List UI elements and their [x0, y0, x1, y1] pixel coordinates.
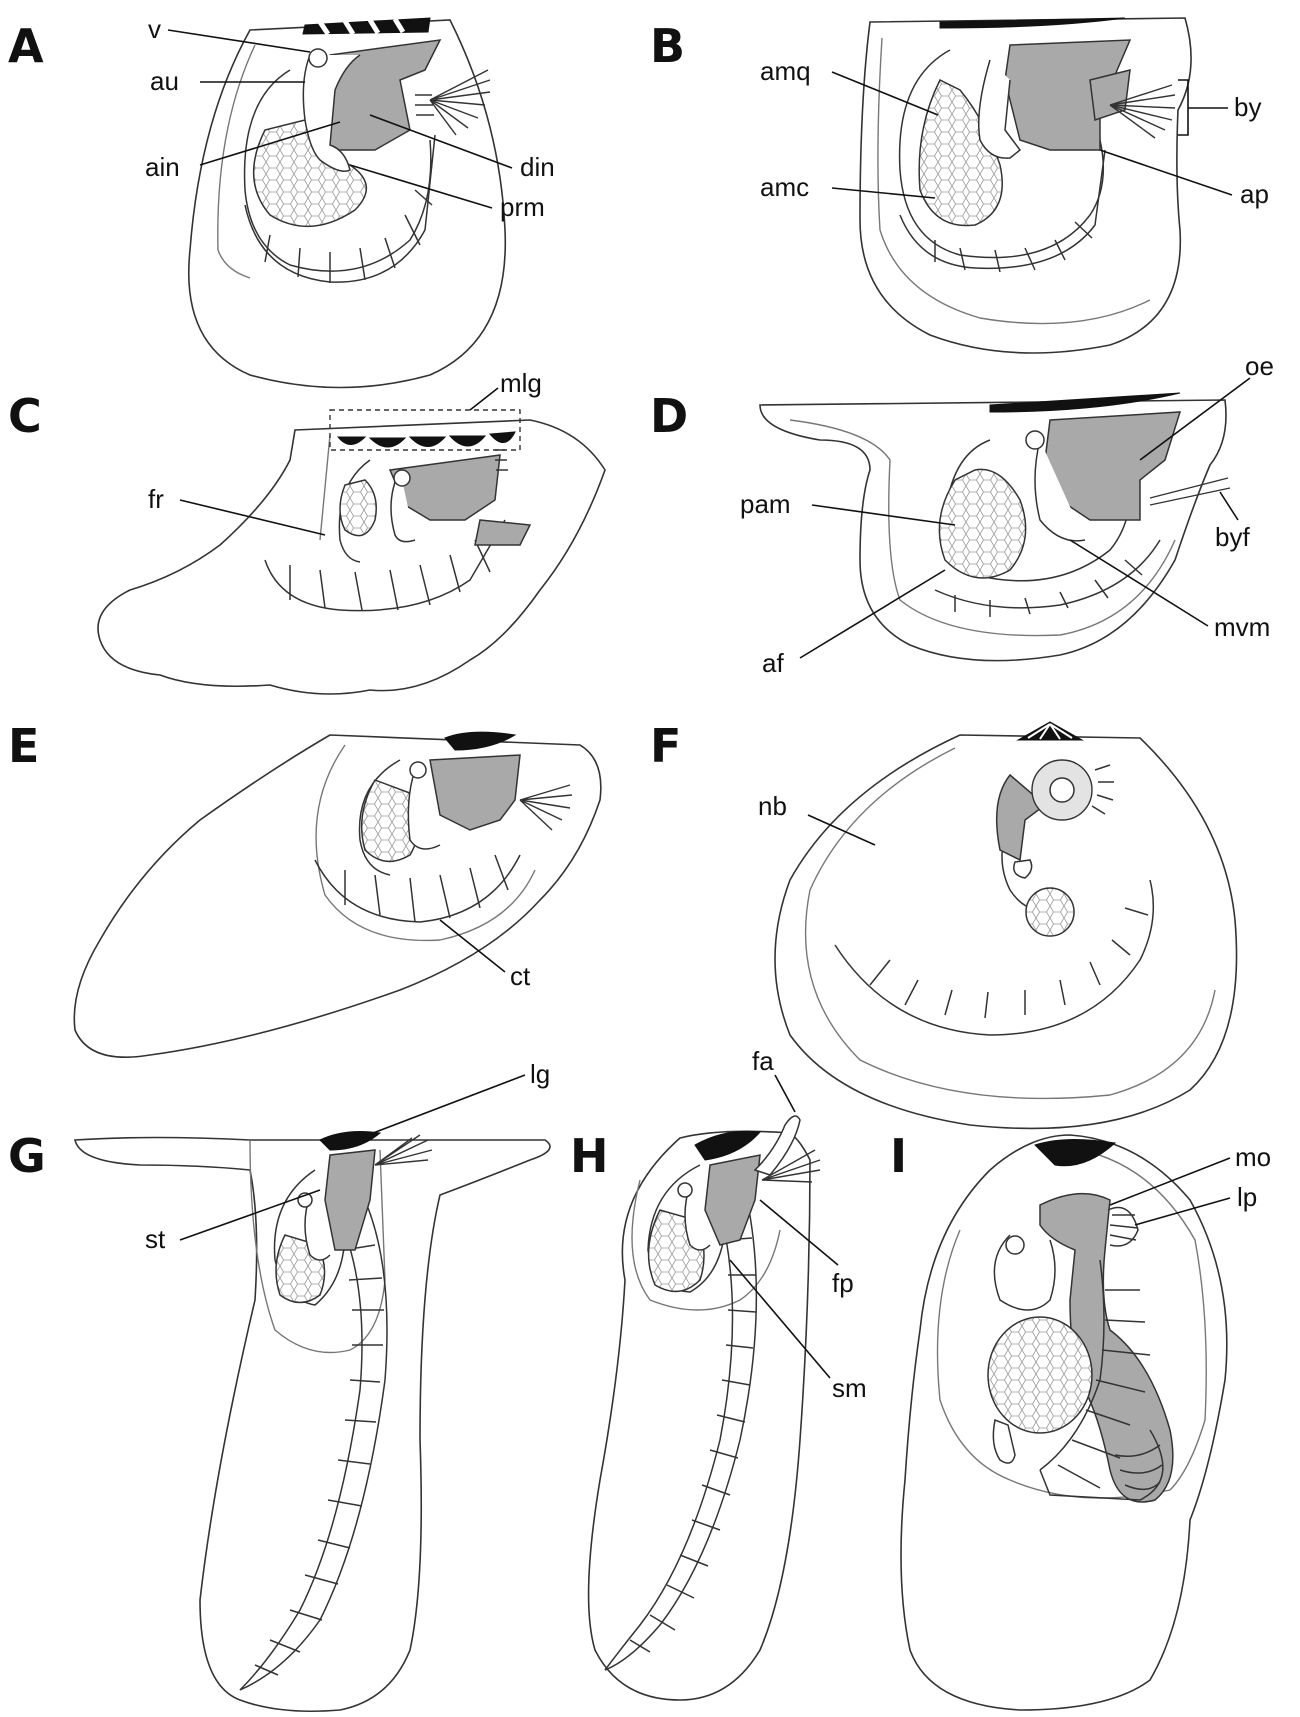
svg-text:lp: lp: [1237, 1182, 1257, 1212]
ligament-e: [445, 732, 515, 750]
svg-text:st: st: [145, 1224, 166, 1254]
panel-letter-e: E: [8, 719, 39, 773]
svg-text:v: v: [148, 14, 161, 44]
panel-d: D oe pam byf mvm af: [650, 351, 1274, 678]
digestive-gland-e: [430, 755, 520, 830]
gill-c: [265, 520, 505, 611]
svg-text:mo: mo: [1235, 1142, 1271, 1172]
svg-text:ain: ain: [145, 152, 180, 182]
panel-e: E ct: [8, 719, 601, 1057]
foot-h: [755, 1116, 800, 1175]
svg-text:fp: fp: [832, 1268, 854, 1298]
gonad-c: [340, 480, 376, 536]
svg-text:fr: fr: [148, 484, 164, 514]
ligament-i: [1035, 1139, 1115, 1165]
panel-letter-d: D: [650, 389, 688, 443]
svg-text:prm: prm: [500, 192, 545, 222]
label-fr: fr: [148, 484, 325, 535]
panel-f: F nb: [650, 719, 1237, 1128]
label-v: v: [148, 14, 310, 52]
svg-text:au: au: [150, 66, 179, 96]
panel-h: H fa fp sm: [570, 1046, 867, 1700]
svg-text:amq: amq: [760, 56, 811, 86]
svg-text:din: din: [520, 152, 555, 182]
svg-text:lg: lg: [530, 1059, 550, 1089]
panel-a: A v au ain din prm: [8, 14, 555, 388]
label-af: af: [762, 570, 945, 678]
panel-letter-c: C: [8, 389, 42, 443]
panel-letter-a: A: [8, 19, 44, 73]
gonad-i: [988, 1317, 1092, 1433]
svg-text:fa: fa: [752, 1046, 774, 1076]
svg-text:pam: pam: [740, 489, 791, 519]
panel-letter-h: H: [570, 1129, 609, 1183]
byssus-e: [520, 785, 572, 830]
svg-text:mlg: mlg: [500, 368, 542, 398]
ligament-b: [940, 18, 1125, 28]
panel-b: B amq amc by ap: [650, 18, 1269, 353]
ligament-h: [695, 1131, 760, 1160]
label-fp: fp: [760, 1200, 854, 1298]
panel-i: I mo lp: [890, 1129, 1271, 1710]
gill-f: [835, 880, 1153, 1035]
panel-letter-f: F: [650, 719, 681, 773]
ligament-c: [338, 432, 515, 447]
label-byf: byf: [1215, 492, 1250, 552]
shell-outline-e: [74, 735, 601, 1057]
svg-text:nb: nb: [758, 791, 787, 821]
byssus-d: [1150, 478, 1230, 505]
svg-text:oe: oe: [1245, 351, 1274, 381]
label-ct: ct: [440, 920, 531, 991]
svg-text:amc: amc: [760, 172, 809, 202]
label-pam: pam: [740, 489, 955, 525]
label-lg: lg: [360, 1059, 550, 1138]
svg-text:ct: ct: [510, 961, 531, 991]
panel-letter-i: I: [890, 1129, 907, 1183]
mantle-cavity-i: [994, 1235, 1055, 1310]
svg-text:mvm: mvm: [1214, 612, 1270, 642]
panel-letter-b: B: [650, 19, 685, 73]
gonad-f: [1026, 888, 1074, 936]
label-by: by: [1188, 92, 1261, 122]
label-fa: fa: [752, 1046, 795, 1112]
panel-letter-g: G: [8, 1129, 46, 1183]
svg-text:by: by: [1234, 92, 1261, 122]
panel-g: G lg st: [8, 1059, 550, 1711]
svg-text:sm: sm: [832, 1373, 867, 1403]
svg-text:af: af: [762, 648, 784, 678]
panel-c: C mlg fr: [8, 368, 605, 694]
label-mlg: mlg: [470, 368, 542, 410]
label-ap: ap: [1100, 150, 1269, 209]
svg-text:byf: byf: [1215, 522, 1250, 552]
digestive-gland-g: [325, 1150, 375, 1250]
svg-text:ap: ap: [1240, 179, 1269, 209]
byssus-a: [430, 70, 490, 135]
